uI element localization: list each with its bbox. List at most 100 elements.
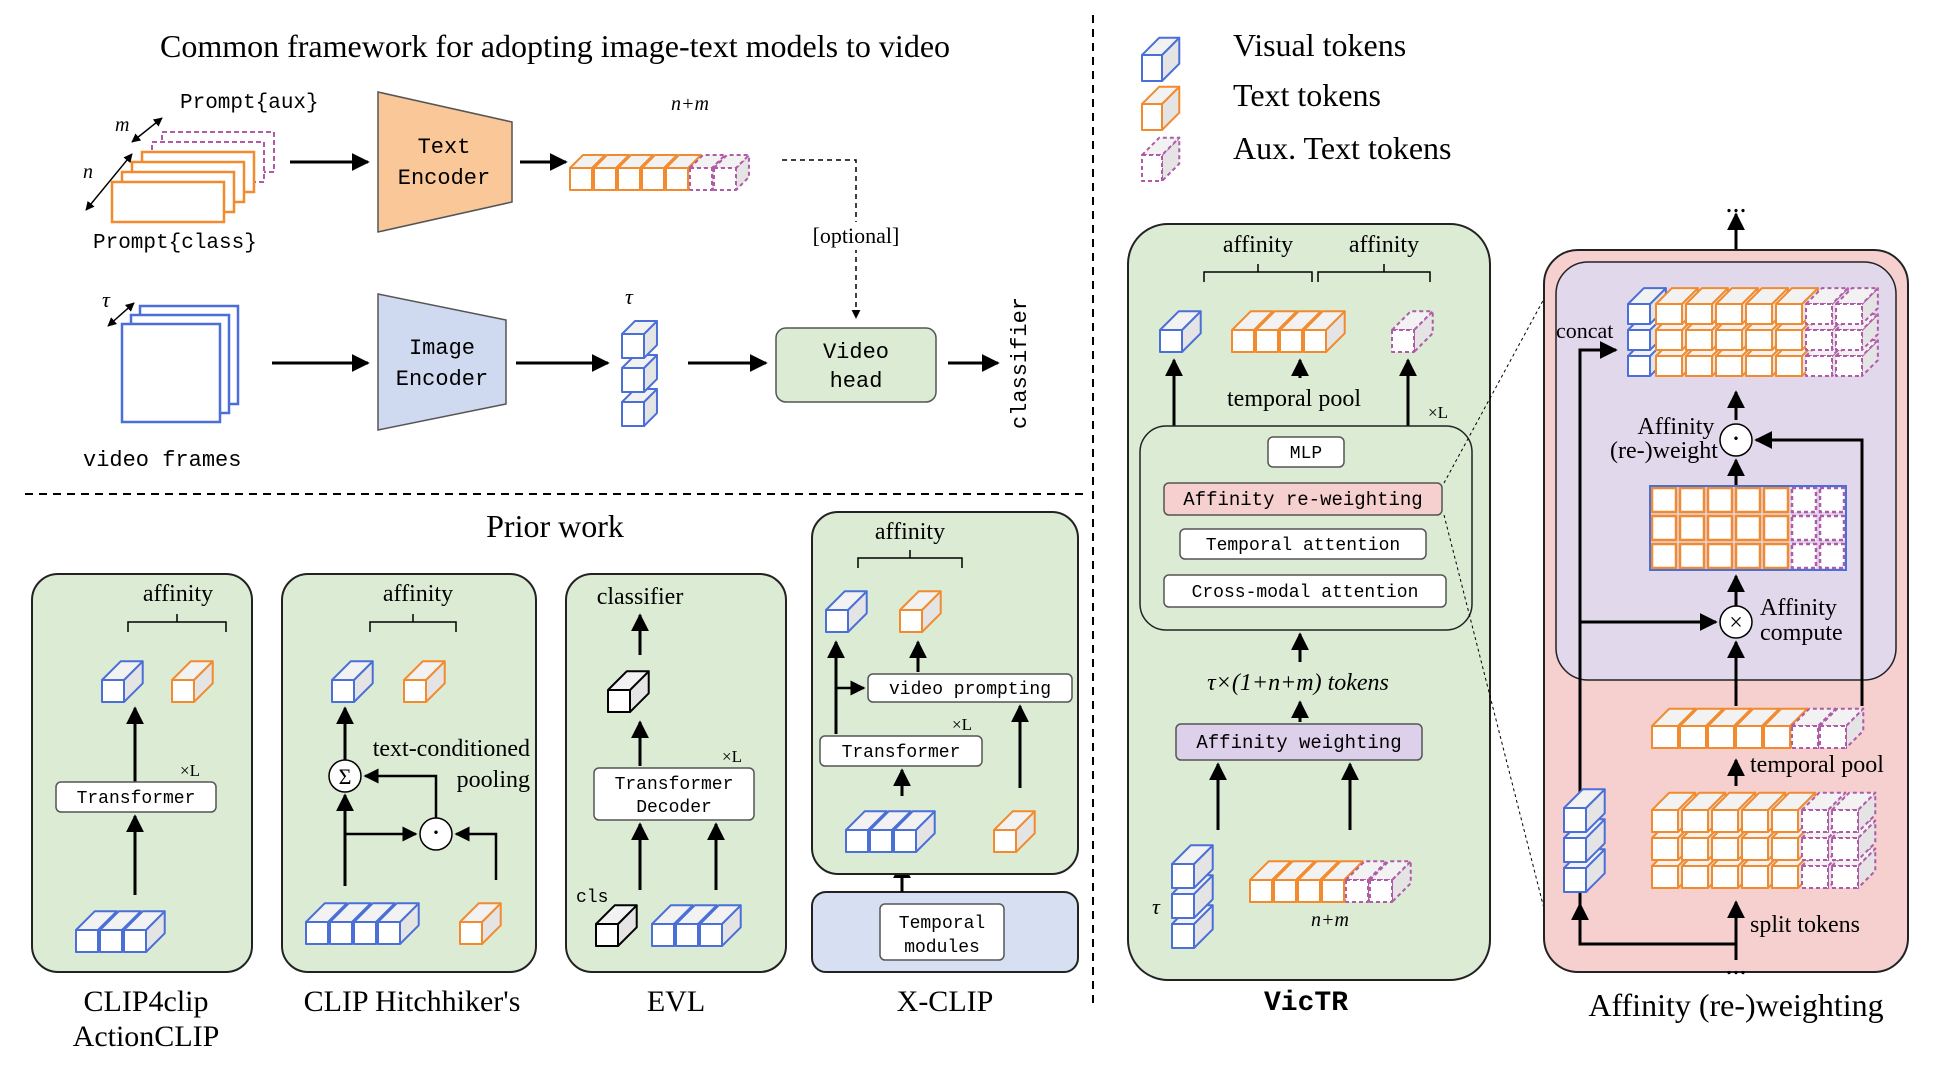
- reweight-weight-label-2: (re-)weight: [1610, 438, 1718, 464]
- text-token-cube: [1303, 310, 1346, 353]
- clip4clip-visual-token: [101, 660, 144, 703]
- aux-token-cube: [1141, 136, 1181, 182]
- hitchhiker-pooling-1: text-conditioned: [373, 736, 530, 762]
- aux-affinity-cell: [1790, 514, 1818, 542]
- visual-token-cube: [331, 660, 374, 703]
- framework-n-plus-m: n+m: [671, 93, 709, 115]
- hitchhiker-caption: CLIP Hitchhiker's: [304, 985, 521, 1018]
- reweight-compute-label-2: compute: [1760, 620, 1843, 646]
- text-encoder-shape: [377, 91, 513, 233]
- reweight-compute-label-1: Affinity: [1760, 595, 1837, 621]
- visual-token-cube: [1171, 844, 1214, 889]
- victr-temporal-pool: temporal pool: [1227, 386, 1361, 412]
- visual-token-cube: [101, 660, 144, 703]
- text-encoder-label-1: Text: [418, 135, 471, 160]
- reweight-split-grid: [1651, 791, 1877, 889]
- prior-work-title: Prior work: [486, 508, 624, 544]
- reweight-affinity-matrix: [1649, 485, 1847, 571]
- visual-token-cube: [1159, 310, 1202, 353]
- visual-token-cube: [825, 590, 868, 633]
- aux-affinity-cell: [1818, 542, 1846, 570]
- video-head-label-2: head: [830, 369, 883, 394]
- prompt-class-label: Prompt{class}: [93, 232, 257, 255]
- legend-visual-token-icon: [1141, 36, 1181, 82]
- video-head-label-1: Video: [823, 340, 889, 365]
- reweight-bypass-arrow: [1754, 431, 1864, 706]
- victr-aff-weighting-label: Affinity weighting: [1196, 732, 1401, 754]
- aux-affinity-cell: [1790, 486, 1818, 514]
- reweight-pooled-tokens: [1651, 707, 1865, 749]
- victr-cross-modal-label: Cross-modal attention: [1192, 583, 1419, 603]
- reweight-concat-arrow: [1578, 341, 1618, 944]
- xclip-transformer-label: Transformer: [842, 743, 961, 763]
- aux-affinity-cell: [1790, 542, 1818, 570]
- reweight-weight-node: [1719, 423, 1753, 457]
- victr-input-n-plus-m: n+m: [1311, 909, 1349, 931]
- hitchhiker-text-token: [403, 660, 446, 703]
- visual-token-cube: [699, 904, 742, 947]
- visual-token-cube: [1141, 36, 1181, 82]
- hitchhiker-sum-node: [328, 759, 362, 793]
- xclip-visual-token: [825, 590, 868, 633]
- clip4clip-transformer-box: [55, 781, 217, 813]
- affinity-cell: [1762, 542, 1790, 570]
- xclip-video-prompting-label: video prompting: [889, 680, 1051, 700]
- xclip-input-tokens: [845, 810, 936, 853]
- victr-output-text-tokens: [1231, 310, 1346, 353]
- n-arrow: [85, 153, 133, 211]
- reweight-split-visual-tokens: [1563, 788, 1606, 893]
- victr-mlp-box: [1267, 436, 1345, 468]
- victr-input-tau: τ: [1152, 894, 1161, 919]
- hitchhiker-sum-symbol: Σ: [339, 764, 352, 789]
- affinity-cell: [1734, 486, 1762, 514]
- affinity-cell: [1650, 514, 1678, 542]
- affinity-cell: [1650, 486, 1678, 514]
- aux-token-cube: [1819, 707, 1865, 749]
- reweight-dots-top: ...: [1726, 188, 1747, 219]
- framework-title: Common framework for adopting image-text…: [160, 28, 950, 64]
- legend-aux-label: Aux. Text tokens: [1233, 130, 1451, 166]
- hitchhiker-brace: [369, 614, 457, 632]
- aux-token-cube: [1391, 310, 1434, 353]
- text-token-cube: [459, 902, 502, 945]
- evl-cls-label: cls: [576, 888, 608, 908]
- victr-brace-1: [1203, 264, 1313, 282]
- xclip-transformer-box: [819, 735, 983, 767]
- visual-token-cube: [123, 910, 166, 953]
- reweight-weight-symbol: ·: [1731, 422, 1741, 455]
- visual-token-cube: [675, 904, 718, 947]
- victr-output-visual-token: [1159, 310, 1202, 353]
- visual-token-cube: [621, 354, 658, 393]
- text-token-cube: [899, 590, 942, 633]
- legend-text-token-icon: [1141, 85, 1181, 131]
- affinity-cell: [1762, 486, 1790, 514]
- clip4clip-caption-2: ActionCLIP: [73, 1020, 220, 1053]
- image-encoder-label-1: Image: [409, 336, 475, 361]
- optional-label-bg: [800, 222, 912, 250]
- clip4clip-xl: ×L: [180, 761, 200, 780]
- victr-reweighting-label: Affinity re-weighting: [1183, 489, 1422, 511]
- xclip-brace: [857, 550, 963, 568]
- affinity-cell: [1706, 486, 1734, 514]
- evl-cls-output-token: [607, 670, 650, 713]
- victr-temporal-attn-label: Temporal attention: [1206, 536, 1400, 556]
- affinity-cell: [1734, 514, 1762, 542]
- image-encoder-shape: [377, 293, 507, 431]
- cls-token-cube: [595, 904, 638, 947]
- affinity-cell: [1734, 542, 1762, 570]
- xclip-temporal-label-2: modules: [904, 938, 980, 958]
- framework-visual-tokens: [621, 320, 658, 427]
- text-token-cube: [993, 810, 1036, 853]
- legend-text-label: Text tokens: [1233, 77, 1381, 113]
- text-token-cube: [171, 660, 214, 703]
- evl-decoder-label-1: Transformer: [615, 775, 734, 795]
- affinity-cell: [1706, 542, 1734, 570]
- visual-token-cube: [1563, 788, 1606, 833]
- victr-affinity-1: affinity: [1223, 232, 1293, 258]
- aux-token-cube: [1369, 860, 1412, 903]
- reweight-concat-grid: [1655, 287, 1879, 377]
- victr-affinity-2: affinity: [1349, 232, 1419, 258]
- m-arrow: [131, 117, 163, 143]
- legend-visual-label: Visual tokens: [1233, 27, 1406, 63]
- clip4clip-caption-1: CLIP4clip: [84, 985, 209, 1018]
